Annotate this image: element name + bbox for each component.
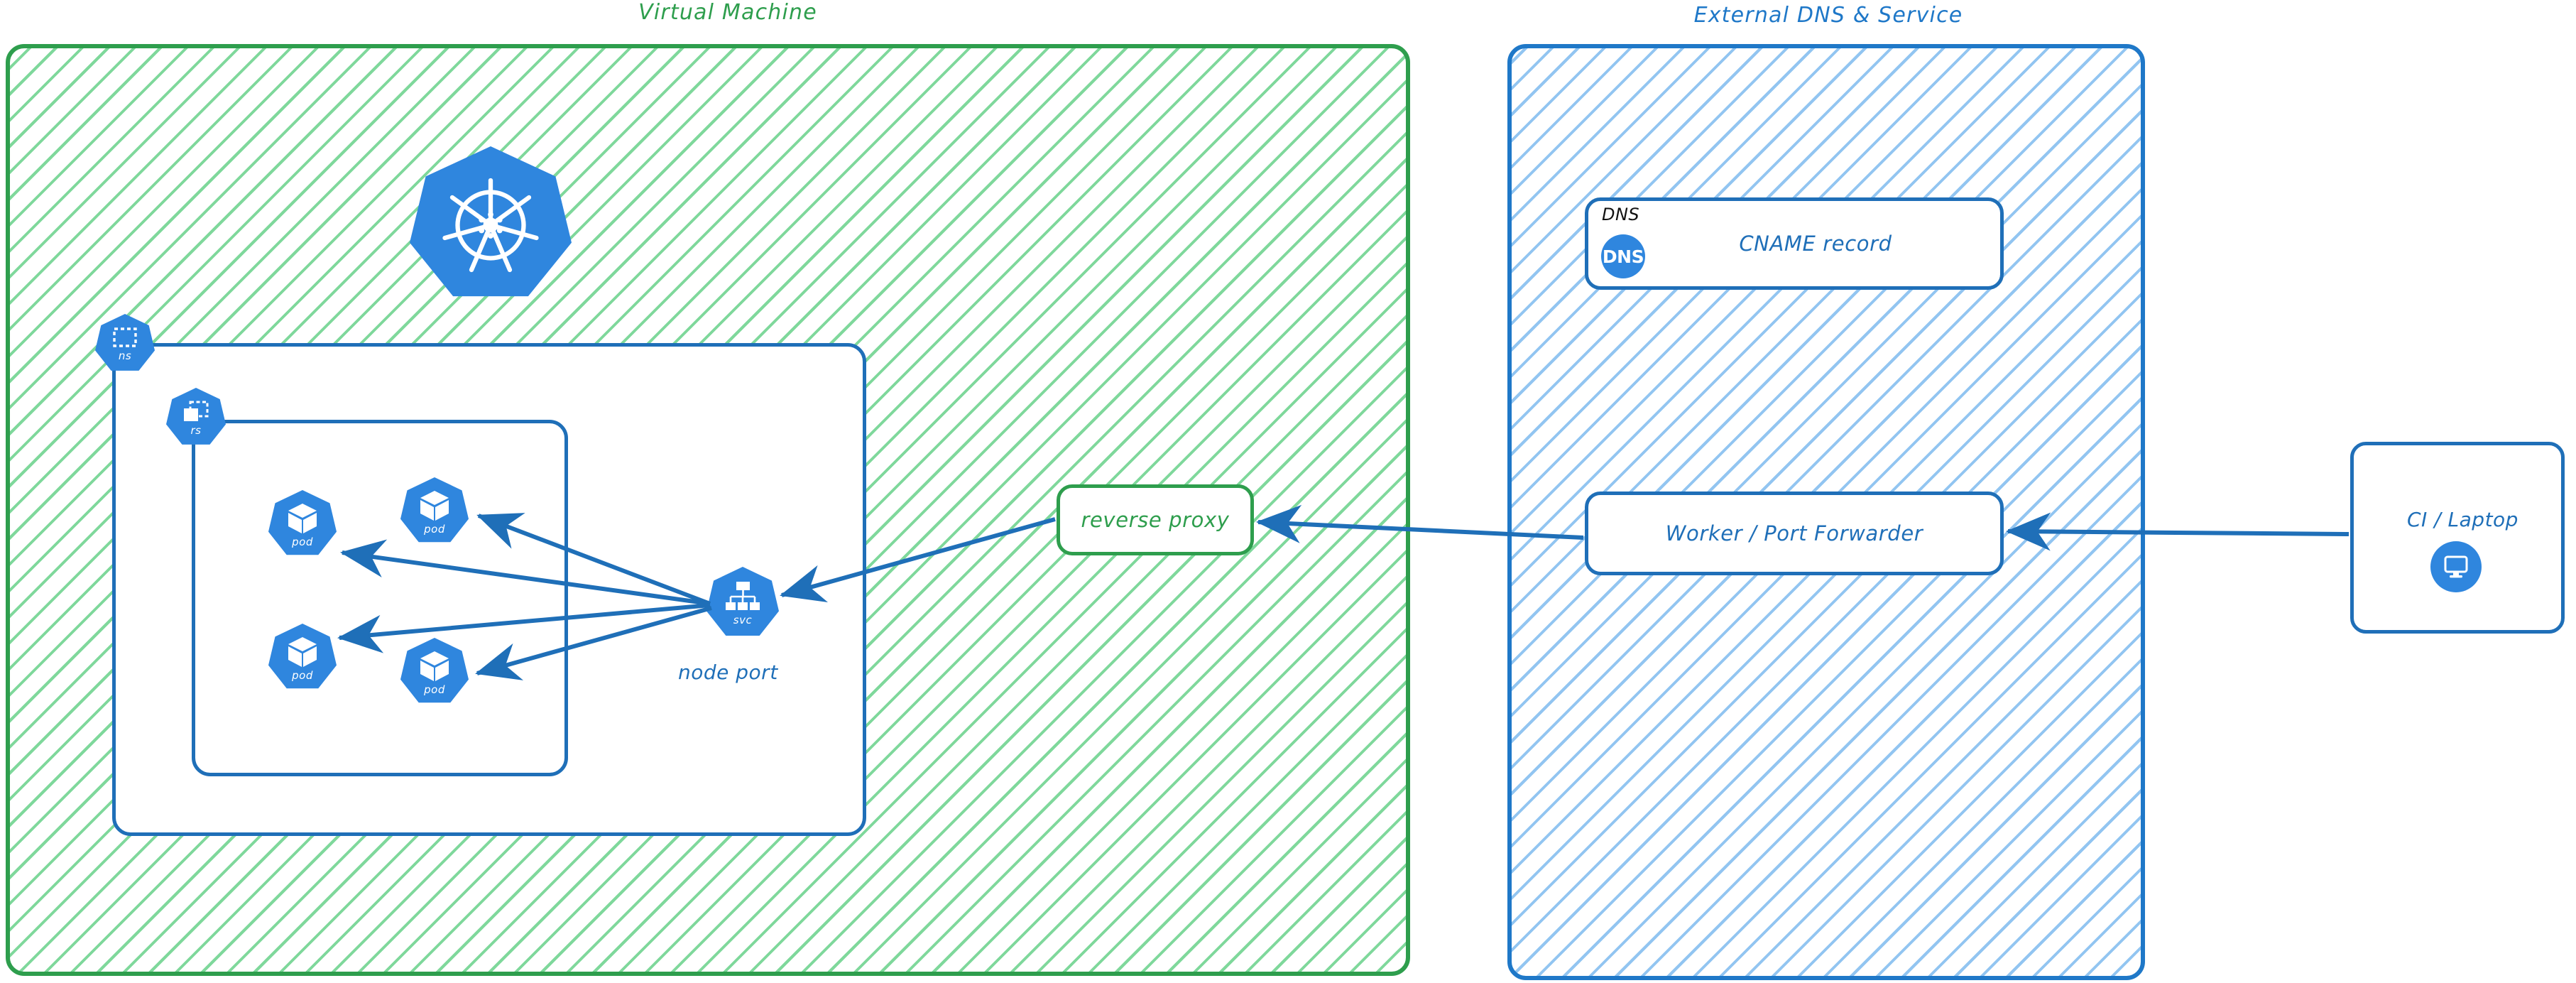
service-hierarchy-icon: [726, 581, 760, 610]
worker-port-forwarder-label: Worker / Port Forwarder: [1665, 521, 1923, 545]
pod-label-1: pod: [292, 535, 313, 548]
replicaset-icon: [184, 401, 209, 421]
monitor-icon: [2430, 541, 2482, 592]
worker-port-forwarder-box[interactable]: Worker / Port Forwarder: [1585, 492, 2004, 575]
pod-label-4: pod: [424, 683, 445, 696]
service-badge-label: svc: [733, 613, 753, 626]
dns-record-label: CNAME record: [1739, 232, 1892, 256]
pod-cube-icon: [288, 636, 317, 667]
pod-cube-icon: [420, 490, 449, 521]
replicaset-container: [192, 420, 568, 776]
pod-cube-icon: [288, 503, 317, 533]
namespace-badge-label: ns: [118, 349, 132, 362]
pod-cube-icon: [420, 651, 449, 681]
dns-record-tag: DNS: [1602, 205, 1640, 224]
node-port-caption: node port: [678, 661, 778, 684]
dns-record-box[interactable]: CNAME record: [1585, 197, 2004, 290]
reverse-proxy-box[interactable]: reverse proxy: [1057, 484, 1254, 555]
dns-badge-icon: DNS: [1601, 234, 1645, 278]
namespace-icon: [113, 327, 137, 347]
zone-external-dns-service-title: External DNS & Service: [1693, 3, 1963, 28]
pod-label-3: pod: [292, 668, 313, 682]
reverse-proxy-label: reverse proxy: [1081, 508, 1230, 532]
ci-laptop-box[interactable]: [2350, 442, 2565, 634]
zone-virtual-machine-title: Virtual Machine: [638, 0, 817, 25]
pod-label-2: pod: [424, 522, 445, 536]
ci-laptop-label: CI / Laptop: [2407, 508, 2518, 531]
replicaset-badge-label: rs: [190, 423, 202, 437]
